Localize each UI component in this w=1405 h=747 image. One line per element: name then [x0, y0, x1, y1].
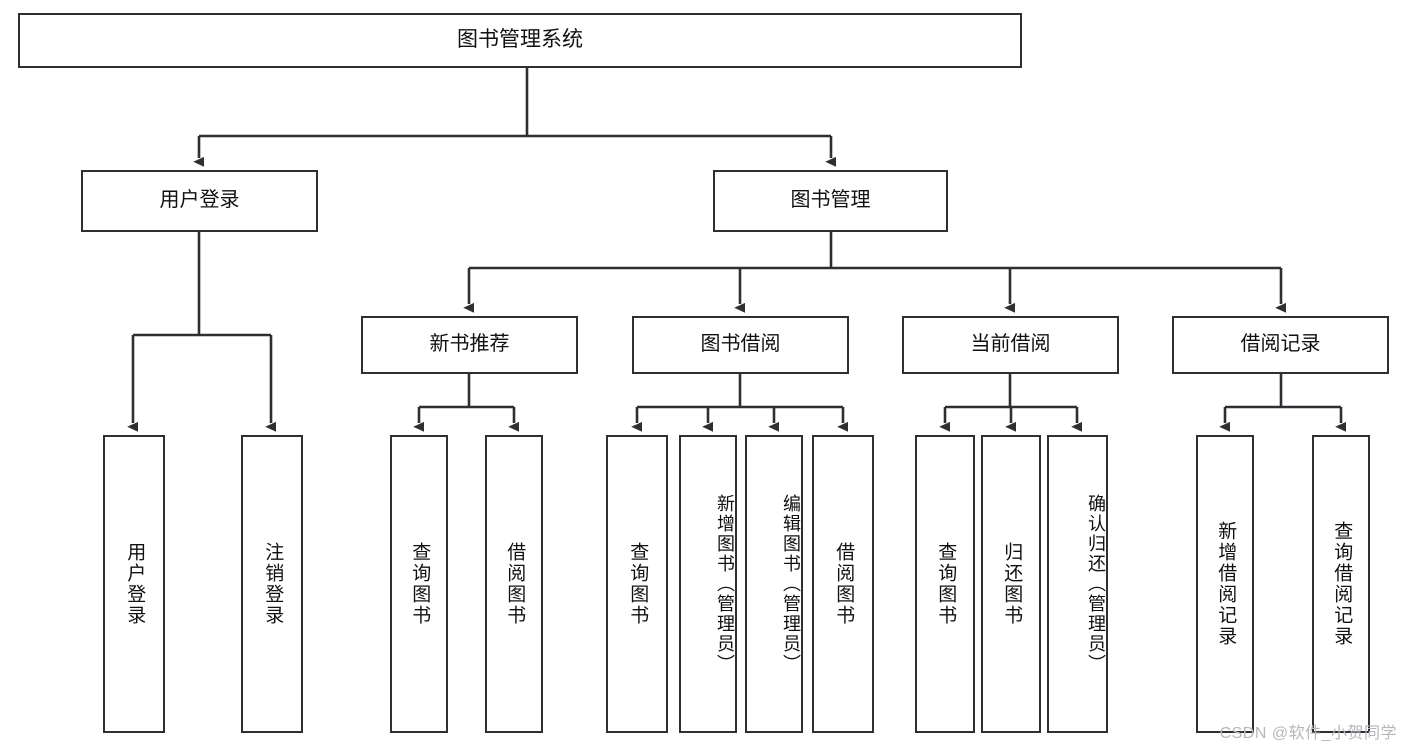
node-borrow-record[interactable]: 借阅记录 [1172, 316, 1389, 374]
node-book-management[interactable]: 图书管理 [713, 170, 948, 232]
node-leaf-add-borrow-record[interactable]: 新增借阅记录 [1196, 435, 1254, 733]
node-label: 确认归还（管理员） [1086, 494, 1106, 674]
node-leaf-query-book-borrow[interactable]: 查询图书 [606, 435, 668, 733]
node-label: 借阅图书 [833, 542, 855, 626]
node-leaf-query-book-current[interactable]: 查询图书 [915, 435, 975, 733]
node-label: 新书推荐 [429, 333, 510, 356]
node-current-borrow[interactable]: 当前借阅 [902, 316, 1119, 374]
node-leaf-borrow-book-borrow[interactable]: 借阅图书 [812, 435, 874, 733]
node-user-login[interactable]: 用户登录 [81, 170, 318, 232]
node-leaf-add-book-admin[interactable]: 新增图书（管理员） [679, 435, 737, 733]
node-label: 新增借阅记录 [1215, 521, 1237, 647]
node-label: 查询借阅记录 [1331, 521, 1353, 647]
node-leaf-user-login[interactable]: 用户登录 [103, 435, 165, 733]
node-label: 借阅记录 [1240, 333, 1321, 356]
node-leaf-confirm-return-admin[interactable]: 确认归还（管理员） [1047, 435, 1108, 733]
node-label: 查询图书 [627, 542, 649, 626]
csdn-watermark: CSDN @软件_小贺同学 [1219, 725, 1397, 742]
node-label: 编辑图书（管理员） [781, 494, 801, 674]
node-leaf-user-logout[interactable]: 注销登录 [241, 435, 303, 733]
node-label: 查询图书 [409, 542, 431, 626]
node-leaf-edit-book-admin[interactable]: 编辑图书（管理员） [745, 435, 803, 733]
node-label: 归还图书 [1001, 542, 1023, 626]
node-root-book-management-system[interactable]: 图书管理系统 [18, 13, 1022, 68]
node-label: 图书管理 [790, 189, 871, 212]
node-label: 用户登录 [124, 542, 146, 626]
node-leaf-query-borrow-record[interactable]: 查询借阅记录 [1312, 435, 1370, 733]
node-leaf-query-book-recommend[interactable]: 查询图书 [390, 435, 448, 733]
node-book-borrow[interactable]: 图书借阅 [632, 316, 849, 374]
node-label: 图书借阅 [700, 333, 781, 356]
node-new-book-recommend[interactable]: 新书推荐 [361, 316, 578, 374]
node-label: 新增图书（管理员） [715, 494, 735, 674]
node-leaf-return-book[interactable]: 归还图书 [981, 435, 1041, 733]
node-label: 借阅图书 [504, 542, 526, 626]
node-leaf-borrow-book-recommend[interactable]: 借阅图书 [485, 435, 543, 733]
node-label: 当前借阅 [970, 333, 1051, 356]
node-label: 图书管理系统 [457, 28, 583, 52]
node-label: 用户登录 [159, 189, 240, 212]
node-label: 查询图书 [935, 542, 957, 626]
node-label: 注销登录 [262, 542, 284, 626]
